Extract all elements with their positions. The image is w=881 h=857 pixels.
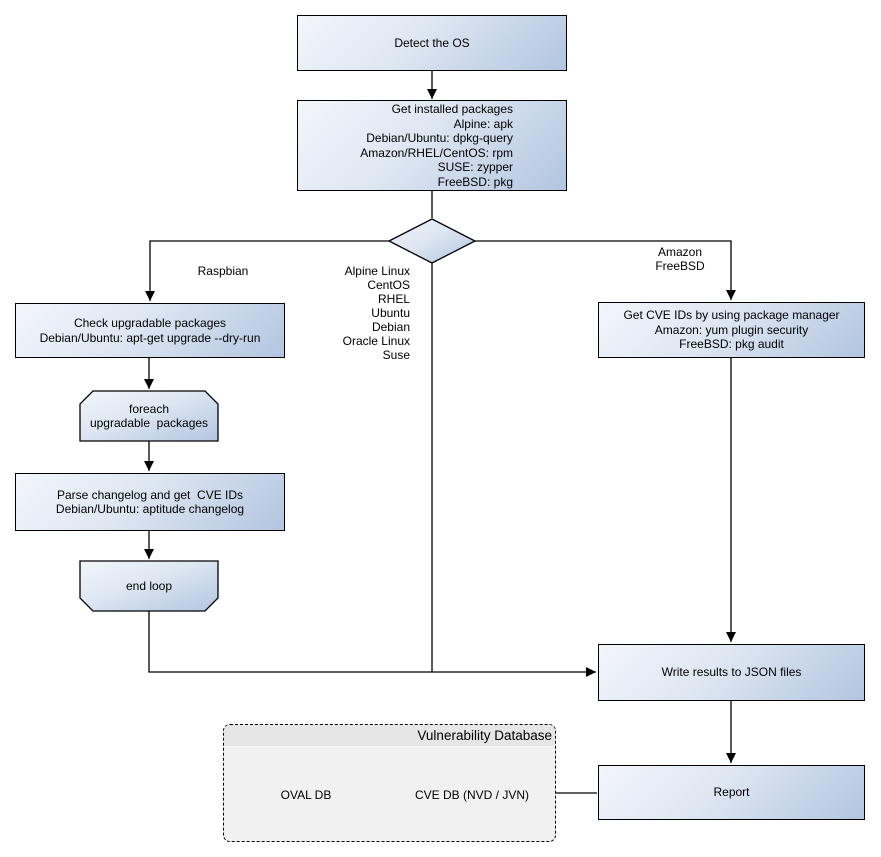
node-label: Write results to JSON files — [661, 665, 802, 680]
loop-start-shape — [79, 390, 219, 442]
node-label: Detect the OS — [394, 35, 470, 50]
branch-label-right-os-list: Amazon FreeBSD — [630, 245, 730, 273]
os-list-item: FreeBSD — [655, 259, 705, 273]
container-vulnerability-database: Vulnerability Database — [223, 724, 556, 842]
decision-diamond — [387, 218, 477, 264]
branch-label-raspbian: Raspbian — [197, 264, 249, 278]
loop-end-label: end loop — [80, 561, 218, 611]
node-check-upgradable-packages: Check upgradable packages Debian/Ubuntu:… — [15, 303, 285, 358]
edge-decision-to-check-upgradable — [145, 240, 389, 301]
cve-db-label: CVE DB (NVD / JVN) — [414, 788, 529, 802]
node-label: Amazon/RHEL/CentOS: rpm — [360, 145, 513, 160]
branch-label-middle-os-list: Alpine Linux CentOS RHEL Ubuntu Debian O… — [310, 264, 410, 362]
os-list-item: Amazon — [657, 245, 703, 259]
oval-db-label: OVAL DB — [280, 788, 332, 802]
os-list-item: Alpine Linux — [344, 264, 410, 278]
edge-endloop-to-write-results — [148, 611, 596, 677]
node-label: Check upgradable packages — [73, 316, 227, 330]
node-label: Debian/Ubuntu: dpkg-query — [366, 131, 513, 145]
node-label: Parse changelog and get CVE IDs — [56, 487, 244, 502]
node-label: FreeBSD: pkg — [437, 174, 513, 189]
node-label: Amazon: yum plugin security — [654, 322, 809, 337]
node-label: SUSE: zypper — [437, 160, 513, 174]
os-list-item: RHEL — [377, 292, 410, 306]
loop-start-foreach-label: foreach upgradable packages — [80, 391, 218, 441]
node-label: Alpine: apk — [453, 116, 513, 131]
node-label: upgradable packages — [89, 416, 209, 430]
node-label: Get CVE IDs by using package manager — [623, 308, 840, 323]
node-label: Get installed packages — [391, 102, 513, 116]
loop-end-shape — [79, 560, 219, 612]
node-label: Debian/Ubuntu: apt-get upgrade --dry-run — [39, 330, 261, 345]
node-get-installed-packages: Get installed packages Alpine: apk Debia… — [297, 100, 567, 191]
node-label: end loop — [125, 578, 173, 593]
node-get-cve-ids: Get CVE IDs by using package manager Ama… — [598, 302, 865, 358]
os-list-item: Ubuntu — [371, 306, 410, 320]
os-list-item: Debian — [371, 320, 410, 334]
node-label: Report — [713, 785, 750, 800]
node-label: FreeBSD: pkg audit — [679, 337, 784, 352]
edge-decision-to-get-cve — [475, 240, 736, 300]
vulnerability-database-title: Vulnerability Database — [224, 725, 555, 747]
os-list-item: CentOS — [367, 278, 410, 292]
os-list-item: Suse — [382, 348, 410, 362]
os-list-item: Oracle Linux — [342, 334, 410, 348]
node-label: foreach — [128, 401, 170, 416]
node-parse-changelog: Parse changelog and get CVE IDs Debian/U… — [15, 473, 285, 531]
node-label: Debian/Ubuntu: aptitude changelog — [55, 502, 245, 516]
node-report: Report — [598, 765, 865, 820]
node-detect-os: Detect the OS — [297, 15, 567, 71]
node-write-results: Write results to JSON files — [598, 644, 865, 701]
